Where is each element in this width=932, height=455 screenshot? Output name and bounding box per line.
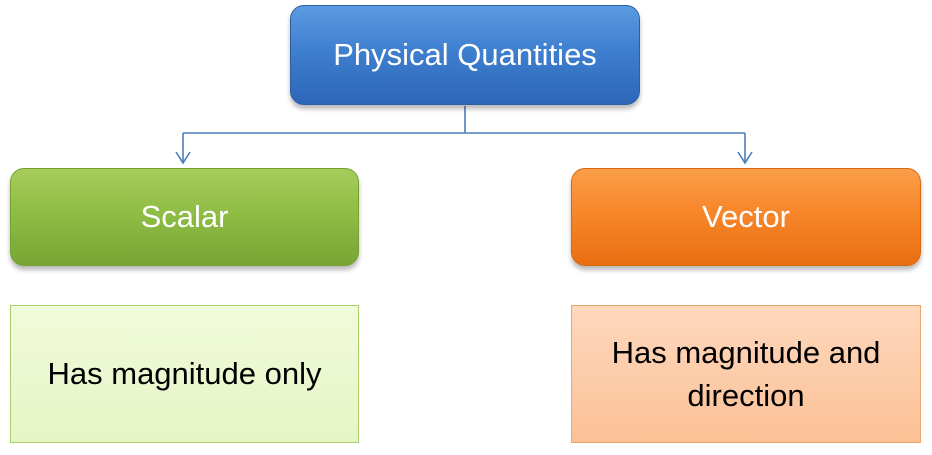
arrowhead-scalar-icon — [175, 151, 191, 165]
root-node-physical-quantities: Physical Quantities — [290, 5, 640, 105]
scalar-node-label: Scalar — [140, 199, 229, 234]
scalar-description-box: Has magnitude only — [10, 305, 359, 443]
vector-description-text: Has magnitude and direction — [611, 334, 881, 413]
vector-description-box: Has magnitude and direction — [571, 305, 921, 443]
root-node-label: Physical Quantities — [333, 37, 597, 72]
arrowhead-vector-icon — [737, 151, 753, 165]
vector-node: Vector — [571, 168, 921, 266]
vector-node-label: Vector — [702, 199, 790, 234]
scalar-node: Scalar — [10, 168, 359, 266]
scalar-description-text: Has magnitude only — [47, 356, 322, 391]
